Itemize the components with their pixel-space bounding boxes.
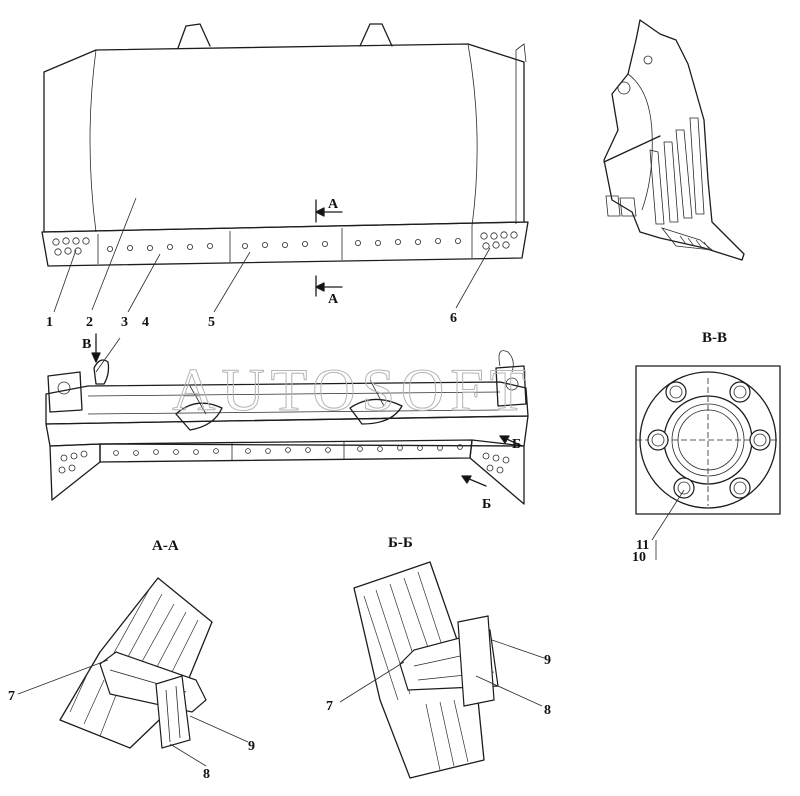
plan-view: AUTOSOFT xyxy=(45,333,532,505)
side-view xyxy=(603,19,745,261)
view-vv-flange xyxy=(635,365,781,560)
callout-1: 1 xyxy=(46,315,53,330)
cut-mark-a-top: А xyxy=(328,197,339,212)
cut-mark-b-top: Б xyxy=(512,437,521,452)
callout-9-aa: 9 xyxy=(248,739,255,754)
cut-mark-b-bottom: Б xyxy=(482,497,491,512)
section-title-bb: Б-Б xyxy=(388,535,413,551)
callout-3: 3 xyxy=(121,315,128,330)
callout-4: 4 xyxy=(142,315,149,330)
callout-7-bb: 7 xyxy=(326,699,333,714)
section-title-aa: А-А xyxy=(152,538,179,554)
callout-11: 11 xyxy=(636,538,649,553)
section-aa xyxy=(17,577,249,767)
callout-9-bb: 9 xyxy=(544,653,551,668)
callout-5: 5 xyxy=(208,315,215,330)
view-mark-v: В xyxy=(82,337,91,352)
callout-8-aa: 8 xyxy=(203,767,210,782)
callout-7-aa: 7 xyxy=(8,689,15,704)
callout-2: 2 xyxy=(86,315,93,330)
section-bb xyxy=(339,561,545,779)
front-view xyxy=(41,23,529,313)
watermark-text: AUTOSOFT xyxy=(172,357,532,423)
section-title-vv: В-В xyxy=(702,330,727,346)
callout-8-bb: 8 xyxy=(544,703,551,718)
callout-10: 10 xyxy=(632,550,646,565)
callout-6: 6 xyxy=(450,311,457,326)
cut-mark-a-bottom: А xyxy=(328,292,339,307)
